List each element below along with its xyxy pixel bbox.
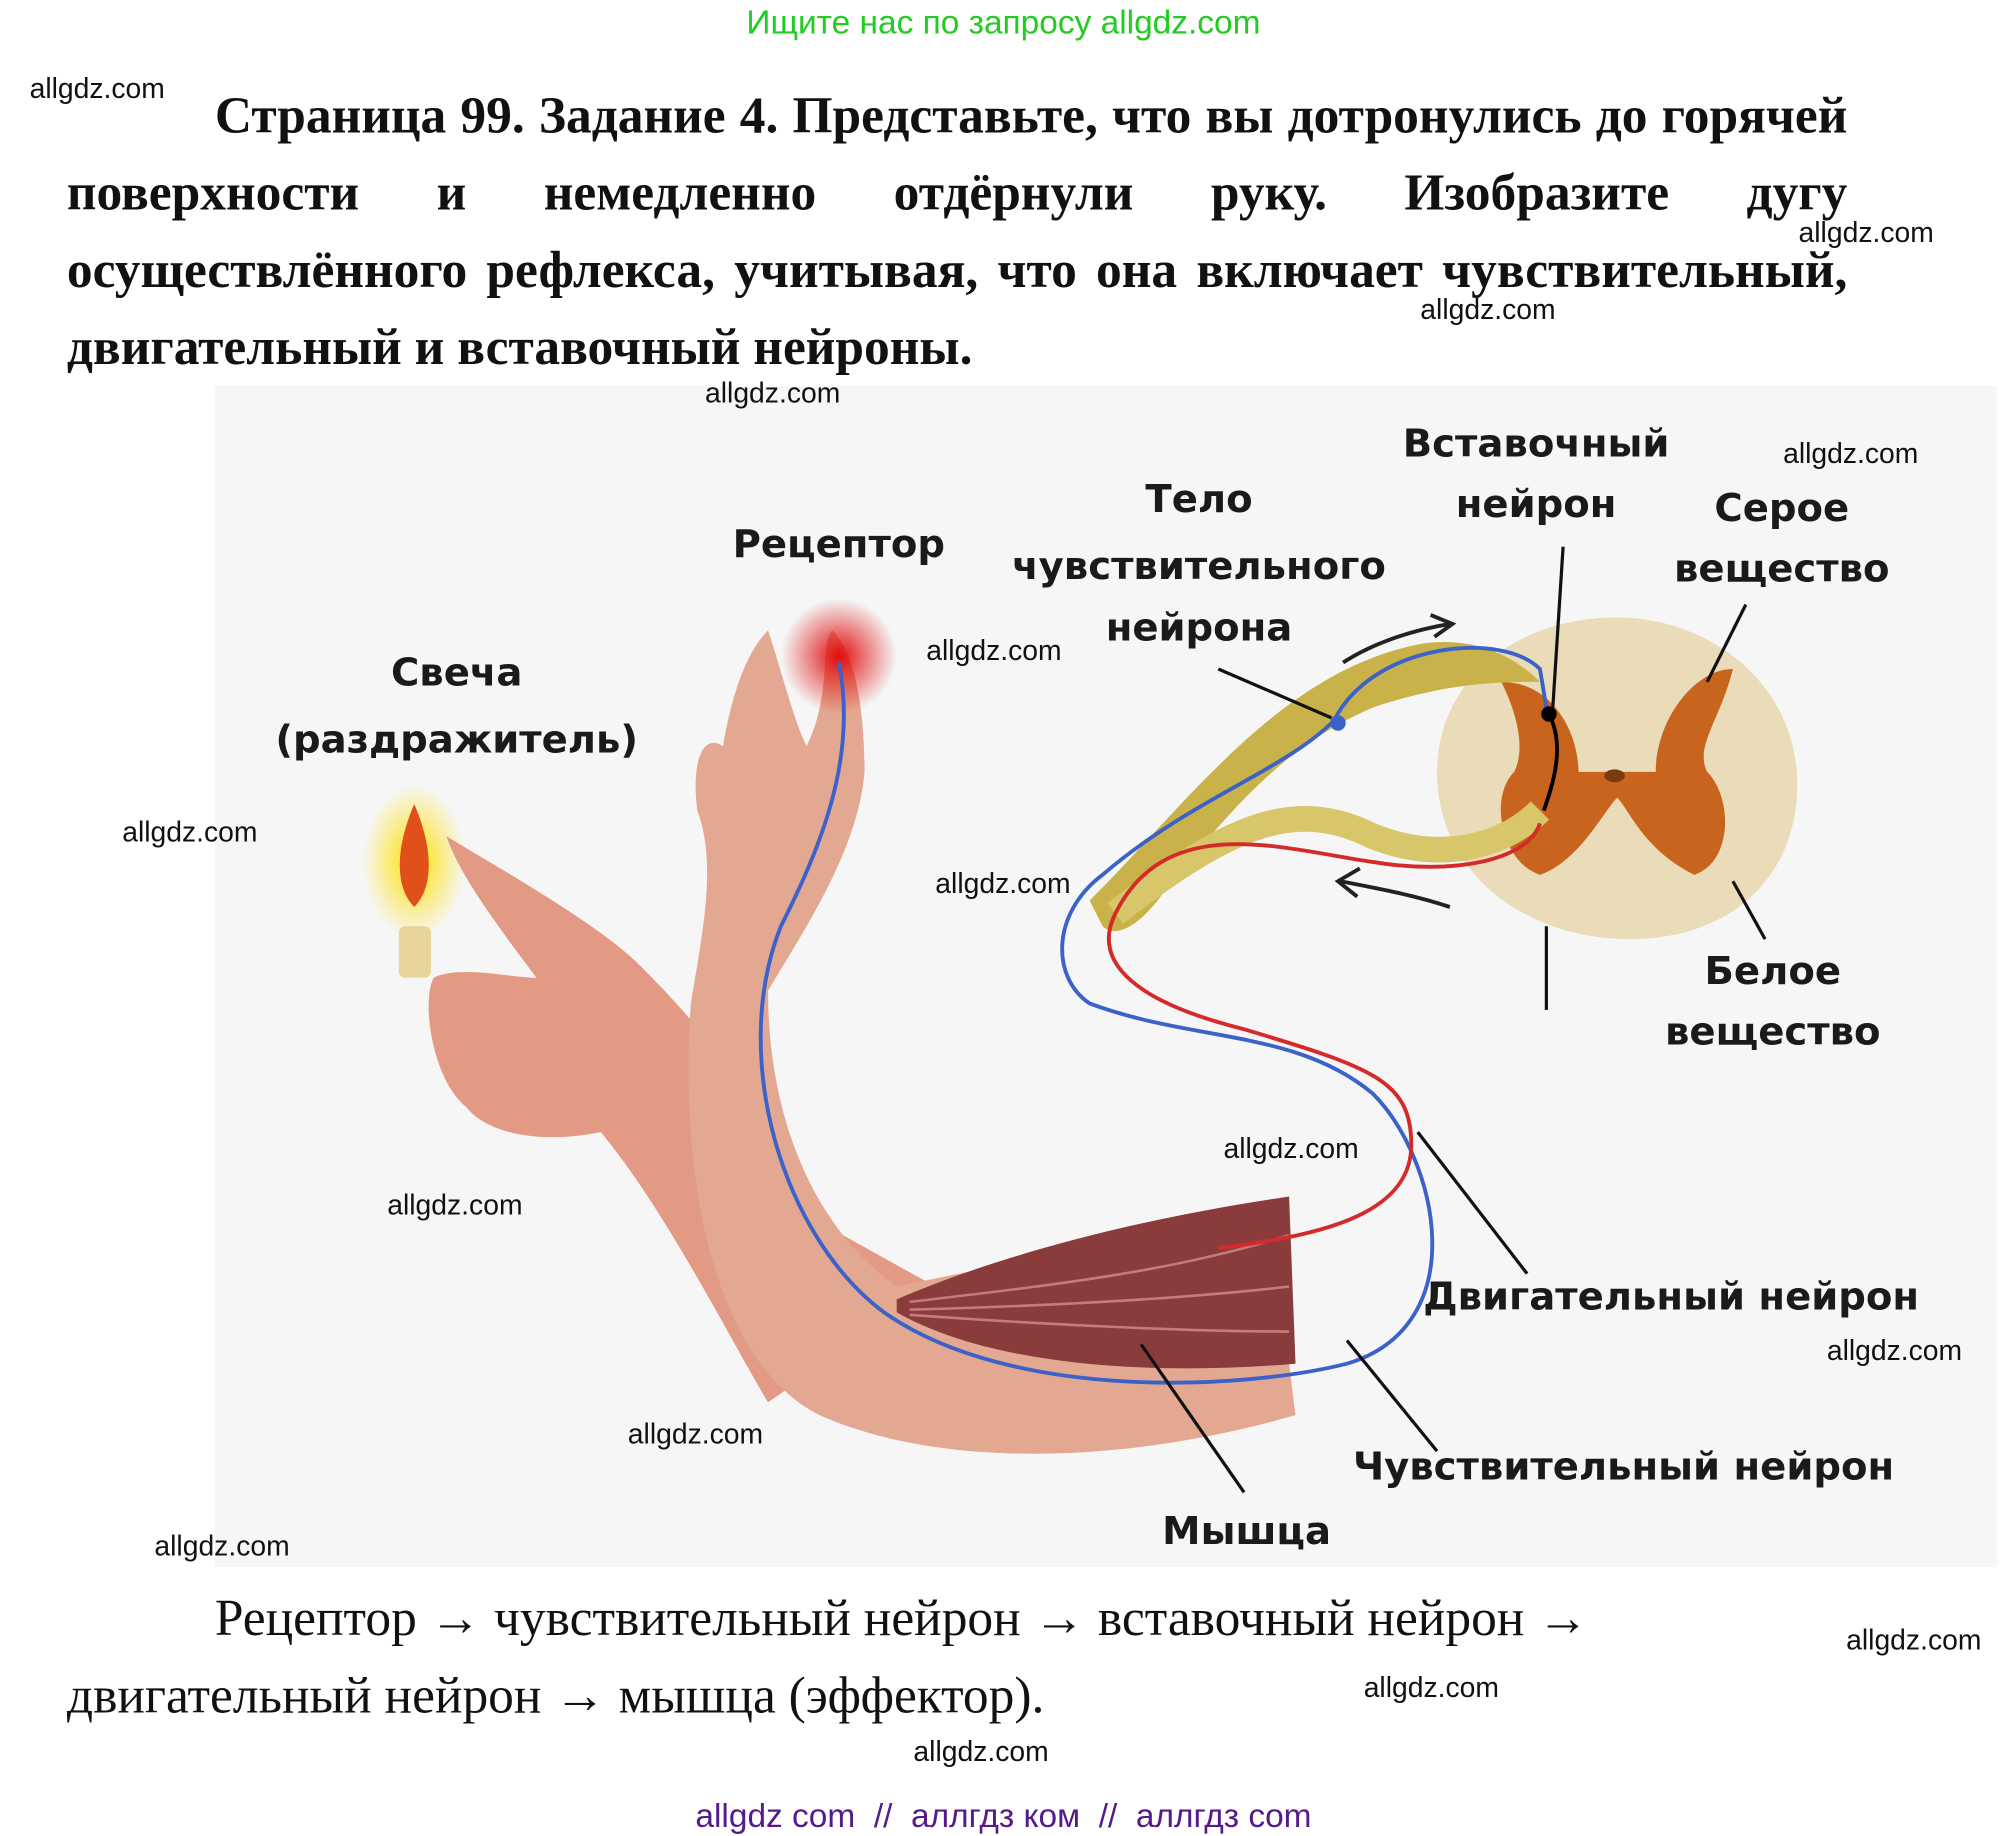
label-candle-2: (раздражитель) (275, 718, 638, 763)
label-receptor: Рецептор (733, 522, 945, 567)
arrow-in-icon (1342, 613, 1457, 665)
label-body-3: нейрона (1106, 606, 1293, 651)
label-muscle: Мышца (1162, 1509, 1331, 1554)
task-rest: горячей поверхности и немедленно отдёрну… (66, 86, 1848, 376)
watermark: allgdz.com (1223, 1132, 1359, 1165)
watermark: allgdz.com (1826, 1334, 1963, 1367)
arrow-out-icon (1334, 866, 1451, 909)
candle-icon (362, 784, 466, 978)
watermark: allgdz.com (387, 1188, 523, 1221)
sensory-neuron-path (758, 645, 1549, 1385)
label-candle: Свеча (391, 651, 522, 696)
label-white-matter: Белое (1705, 949, 1842, 994)
motor-neuron-path (1106, 822, 1542, 1250)
label-motor-neuron: Двигательный нейрон (1423, 1275, 1919, 1320)
watermark: allgdz.com (1420, 293, 1556, 326)
watermark: allgdz.com (913, 1735, 1049, 1768)
label-grey-matter: Серое (1714, 486, 1849, 531)
task-line-1: Страница 99. Задание 4. Представьте, что… (214, 86, 1648, 145)
label-interneuron-2: нейрон (1456, 482, 1617, 527)
footer-links[interactable]: allgdz com // аллгдз ком // аллгдз com (695, 1795, 1312, 1835)
watermark: allgdz.com (926, 634, 1062, 667)
watermark: allgdz.com (627, 1417, 764, 1450)
watermark: allgdz.com (705, 376, 841, 410)
answer-line-2: двигательный нейрон → мышца (эффектор). (66, 1666, 1045, 1724)
watermark: allgdz.com (1846, 1623, 1982, 1656)
label-grey-matter-2: вещество (1674, 546, 1890, 591)
label-white-matter-2: вещество (1665, 1010, 1881, 1055)
sensory-body (1330, 715, 1346, 731)
reflex-arc-figure: Свеча (раздражитель) Рецептор Тело чувст… (214, 385, 1997, 1567)
search-banner[interactable]: Ищите нас по запросу allgdz.com (746, 2, 1261, 42)
label-sensory-neuron: Чувствительный нейрон (1353, 1444, 1894, 1489)
answer-text: Рецептор → чувствительный нейрон → встав… (67, 1580, 1848, 1734)
watermark: allgdz.com (154, 1529, 290, 1562)
watermark: allgdz.com (1363, 1671, 1499, 1704)
label-body: Тело (1145, 477, 1252, 522)
reflex-arc-diagram: Свеча (раздражитель) Рецептор Тело чувст… (275, 422, 1919, 1554)
task-text: Страница 99. Задание 4. Представьте, что… (67, 77, 1848, 386)
watermark: allgdz.com (1798, 216, 1934, 249)
watermark: allgdz.com (122, 815, 258, 848)
watermark: allgdz.com (935, 867, 1071, 900)
label-interneuron: Вставочный (1403, 422, 1670, 467)
label-body-2: чувствительного (1012, 544, 1386, 589)
watermark: allgdz.com (1783, 437, 1919, 470)
receptor-glow (780, 598, 897, 715)
spinal-cord (1437, 617, 1798, 940)
muscle (896, 1196, 1296, 1369)
watermark: allgdz.com (29, 72, 165, 105)
answer-line-1: Рецептор → чувствительный нейрон → встав… (214, 1588, 1589, 1647)
